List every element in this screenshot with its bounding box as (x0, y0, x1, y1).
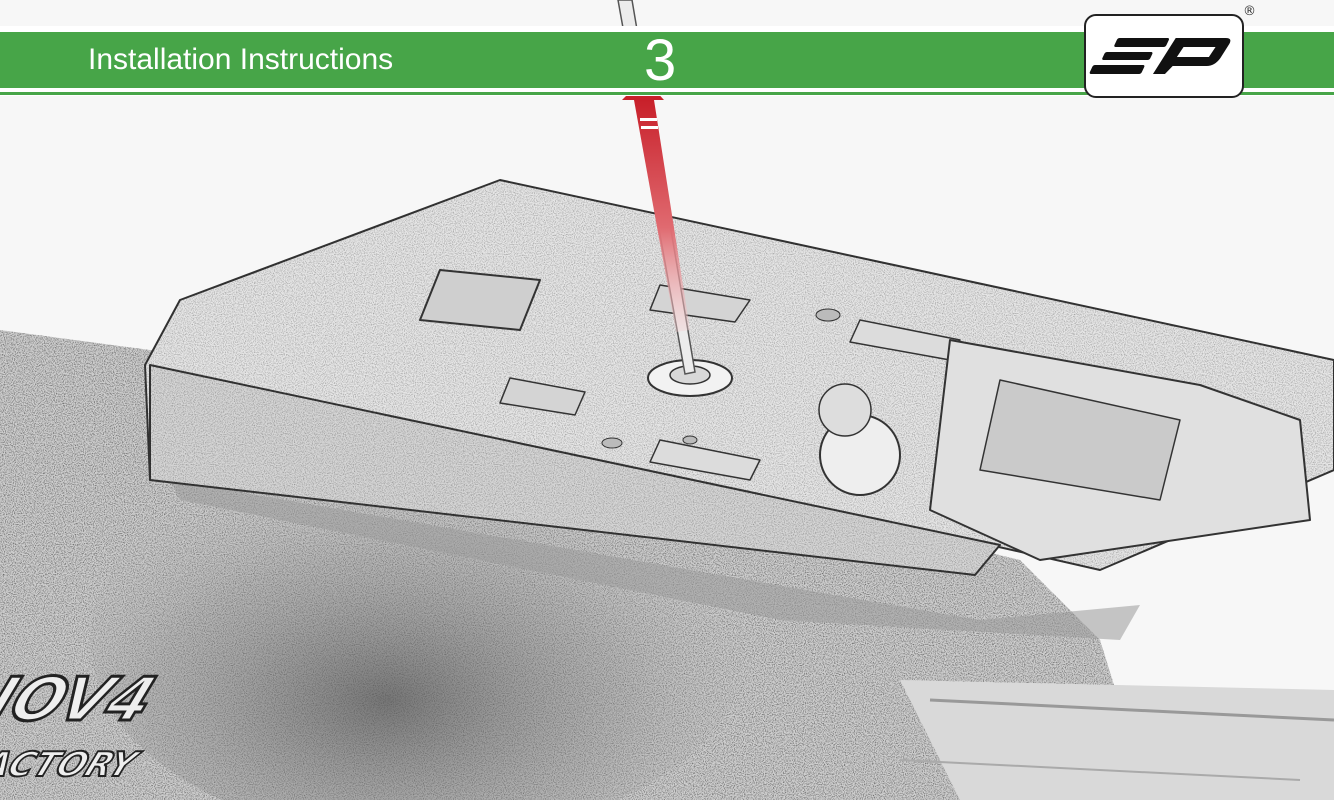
brand-logo (1084, 14, 1244, 98)
badge-line1: IOV4 (0, 664, 166, 734)
registered-mark: ® (1243, 4, 1256, 19)
ep-logo-icon (1086, 16, 1242, 96)
badge-line2: FACTORY (0, 745, 146, 784)
step-number: 3 (644, 26, 676, 96)
page-title: Installation Instructions (88, 40, 393, 80)
